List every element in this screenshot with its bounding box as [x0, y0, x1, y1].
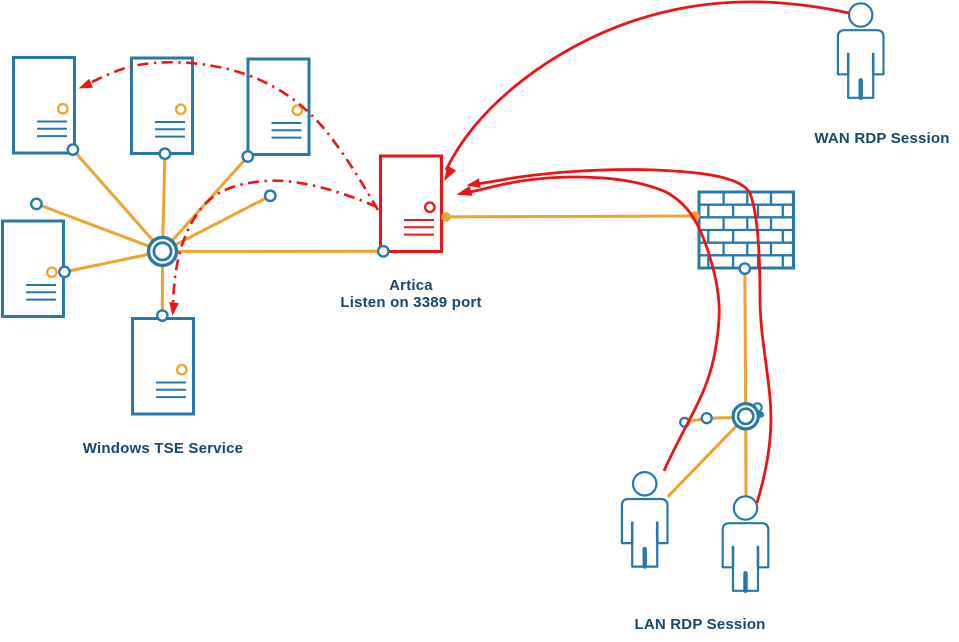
- tse-server-3[interactable]: [246, 57, 311, 156]
- flow-bottom-server-arrowhead: [169, 302, 179, 316]
- flow-lan2-to-artica: [469, 168, 773, 504]
- flow-artica-to-server1: [85, 60, 380, 211]
- flow-wan-arrowhead: [444, 165, 457, 181]
- connection-point-icon: [700, 412, 713, 425]
- flow-server1-arrowhead: [78, 78, 93, 89]
- connection-point-icon: [263, 189, 277, 203]
- tse-server-bottom[interactable]: [131, 317, 195, 416]
- flow-lan1-arrowhead: [456, 185, 473, 196]
- server-icon: [12, 56, 76, 155]
- link-hub-stub-left: [35, 202, 164, 253]
- person-icon: [723, 496, 769, 591]
- server-icon: [246, 57, 311, 156]
- connection-point-icon: [376, 244, 390, 258]
- rdp-flows: [78, 0, 850, 504]
- server-icon: [130, 56, 194, 155]
- artica-subtitle: Listen on 3389 port: [340, 294, 482, 311]
- flow-lan1-to-artica: [459, 175, 721, 472]
- connection-point-icon: [158, 147, 172, 161]
- tse-server-2[interactable]: [130, 56, 194, 155]
- artica-title: Artica: [389, 277, 433, 294]
- link-hub-server1: [71, 148, 164, 253]
- wan-user-icon[interactable]: [838, 3, 884, 98]
- flow-wan-to-artica: [444, 0, 850, 171]
- wan-session-label: WAN RDP Session: [814, 130, 950, 147]
- connection-point-icon: [58, 265, 71, 279]
- server-icon: [131, 317, 195, 416]
- tse-hub-icon[interactable]: [146, 235, 179, 268]
- connection-point-icon: [66, 143, 80, 157]
- link-lanhub-user1: [666, 415, 747, 498]
- server-icon: [379, 154, 443, 253]
- tse-server-left[interactable]: [1, 219, 65, 318]
- person-icon: [838, 3, 884, 98]
- lan-hub-icon[interactable]: [731, 402, 764, 431]
- artica-label: Artica Listen on 3389 port: [340, 277, 481, 311]
- tse-cluster-label: Windows TSE Service: [82, 440, 244, 457]
- artica-port-dot: [441, 212, 451, 222]
- connection-point-icon: [30, 197, 43, 211]
- flow-artica-to-bottom-server: [171, 179, 378, 304]
- link-hub-server2: [161, 153, 167, 252]
- artica-server[interactable]: [379, 154, 443, 253]
- server-icon: [1, 219, 65, 318]
- flow-lan2-arrowhead: [466, 178, 481, 188]
- lan-user-1-icon[interactable]: [622, 472, 668, 566]
- lan-session-label: LAN RDP Session: [634, 616, 766, 633]
- person-icon: [622, 472, 668, 566]
- tse-server-1[interactable]: [12, 56, 76, 155]
- connection-points: [30, 143, 752, 428]
- connection-point-icon: [241, 150, 255, 163]
- link-artica-firewall: [445, 214, 696, 219]
- link-firewall-lanhub: [743, 268, 748, 417]
- firewall-icon[interactable]: [697, 190, 795, 270]
- lan-user-2-icon[interactable]: [723, 496, 769, 591]
- connection-point-icon: [738, 262, 752, 276]
- link-hub-server-left: [64, 249, 163, 274]
- link-hub-stub-right: [161, 194, 271, 253]
- connection-point-icon: [155, 309, 169, 323]
